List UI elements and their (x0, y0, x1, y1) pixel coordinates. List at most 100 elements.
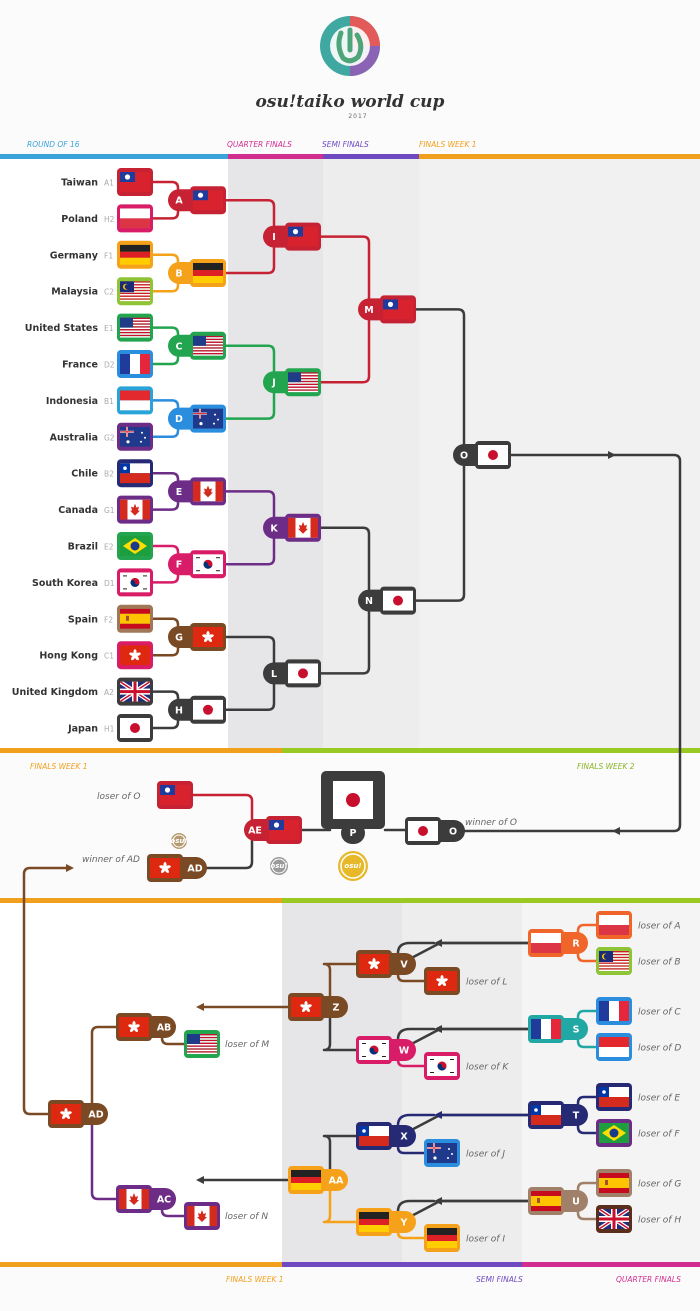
indonesia-flag-icon (120, 390, 150, 411)
seed-flag-japan[interactable] (117, 714, 153, 742)
match-node-h[interactable]: H (168, 695, 226, 724)
match-node-j[interactable]: J (263, 368, 321, 397)
loser-input-flag[interactable] (596, 1205, 632, 1233)
loser-input-flag[interactable] (596, 997, 632, 1025)
country-name: Chile (71, 469, 98, 480)
loser-input-flag[interactable] (596, 1083, 632, 1111)
match-node-e[interactable]: E (168, 477, 226, 506)
match-id-label: R (572, 939, 580, 950)
loser-match-node-aa[interactable]: AA (288, 1166, 348, 1194)
seed-flag-spain[interactable] (117, 604, 153, 633)
loser-match-node-s[interactable]: S (528, 1015, 588, 1043)
loser-match-node-w[interactable]: W (356, 1036, 416, 1064)
country-name: France (62, 360, 98, 371)
loser-match-node-v[interactable]: V (356, 950, 416, 978)
seed-code: E2 (104, 543, 114, 552)
country-name: Japan (67, 724, 98, 735)
loser-input-flag[interactable] (424, 1224, 460, 1252)
japan-flag-icon (346, 793, 360, 807)
seed-flag-usa[interactable] (117, 313, 153, 342)
loser-match-node-ad[interactable]: AD (48, 1100, 108, 1128)
loser-of-o-flag[interactable] (157, 781, 193, 809)
loser-input-flag[interactable] (424, 967, 460, 995)
taiwan-flag-icon (120, 172, 150, 192)
loser-connector (396, 1199, 436, 1214)
match-node-m[interactable]: M (358, 295, 416, 324)
loser-of-n-flag[interactable] (184, 1202, 220, 1230)
champion-node[interactable]: P (321, 771, 385, 844)
loser-match-node-y[interactable]: Y (356, 1208, 416, 1236)
match-id-label: B (175, 269, 182, 280)
usa-flag-icon (187, 1034, 217, 1054)
loser-connector (396, 941, 436, 956)
match-node-l[interactable]: L (263, 659, 321, 688)
finals-o-node[interactable]: O (405, 817, 465, 845)
loser-match-node-ab[interactable]: AB (116, 1013, 176, 1041)
hongkong-flag-icon (119, 1017, 149, 1037)
uk-flag-icon (599, 1209, 629, 1229)
seed-flag-uk[interactable] (117, 677, 153, 706)
match-id-label: M (364, 305, 373, 316)
seed-flag-korea[interactable] (117, 568, 153, 597)
loser-input-flag[interactable] (596, 1033, 632, 1061)
spain-flag-icon (599, 1173, 629, 1193)
australia-flag-icon (120, 426, 150, 447)
loser-match-node-x[interactable]: X (356, 1122, 416, 1150)
germany-flag-icon (120, 244, 150, 265)
seed-flag-australia[interactable] (117, 422, 153, 451)
seed-code: A2 (104, 688, 114, 697)
match-node-a[interactable]: A (168, 186, 226, 215)
country-name: Germany (50, 250, 99, 261)
match-node-c[interactable]: C (168, 331, 226, 360)
match-node-o[interactable]: O (453, 441, 511, 469)
seed-flag-brazil[interactable] (117, 532, 153, 560)
spain-flag-icon (531, 1191, 561, 1211)
poland-flag-icon (599, 915, 629, 935)
match-id-label: AB (157, 1023, 172, 1034)
finals-ae-node[interactable]: AE (244, 816, 302, 844)
canada-flag-icon (187, 1206, 217, 1226)
loser-input-flag[interactable] (596, 911, 632, 939)
loser-input-flag[interactable] (596, 1169, 632, 1197)
loser-match-node-t[interactable]: T (528, 1101, 588, 1129)
match-id-label: AA (329, 1176, 344, 1187)
loser-match-node-ac[interactable]: AC (116, 1185, 176, 1213)
seed-flag-poland[interactable] (117, 204, 153, 233)
match-id-label: Z (333, 1003, 340, 1014)
stage-label-finals-week-1-mid: FINALS WEEK 1 (30, 762, 88, 771)
uk-flag-icon (120, 681, 150, 702)
seed-flag-germany[interactable] (117, 240, 153, 269)
match-node-b[interactable]: B (168, 259, 226, 287)
loser-input-flag[interactable] (596, 1119, 632, 1147)
seed-flag-taiwan[interactable] (117, 168, 153, 196)
seed-flag-chile[interactable] (117, 459, 153, 488)
seed-flag-canada[interactable] (117, 495, 153, 524)
match-node-n[interactable]: N (358, 586, 416, 615)
seed-code: E1 (104, 324, 114, 333)
seed-flag-indonesia[interactable] (117, 386, 153, 415)
loser-of-m-flag[interactable] (184, 1030, 220, 1058)
seed-flag-hongkong[interactable] (117, 641, 153, 670)
seed-flag-malaysia[interactable] (117, 277, 153, 306)
match-id-label: E (176, 487, 183, 498)
finals-ad-node[interactable]: AD (147, 854, 207, 882)
loser-match-node-r[interactable]: R (528, 929, 588, 957)
match-node-i[interactable]: I (263, 222, 321, 251)
match-node-f[interactable]: F (168, 550, 226, 579)
loser-input-flag[interactable] (424, 1139, 460, 1167)
loser-input-flag[interactable] (596, 947, 632, 975)
match-node-k[interactable]: K (263, 513, 321, 542)
loser-match-node-z[interactable]: Z (288, 993, 348, 1021)
match-node-d[interactable]: D (168, 404, 226, 433)
loser-input-flag[interactable] (424, 1052, 460, 1080)
loser-match-node-u[interactable]: U (528, 1187, 588, 1215)
match-node-g[interactable]: G (168, 623, 226, 651)
australia-flag-icon (427, 1143, 457, 1163)
seed-flag-france[interactable] (117, 350, 153, 378)
stage-label-round-of-16: ROUND OF 16 (27, 140, 80, 149)
country-name: South Korea (32, 578, 98, 589)
